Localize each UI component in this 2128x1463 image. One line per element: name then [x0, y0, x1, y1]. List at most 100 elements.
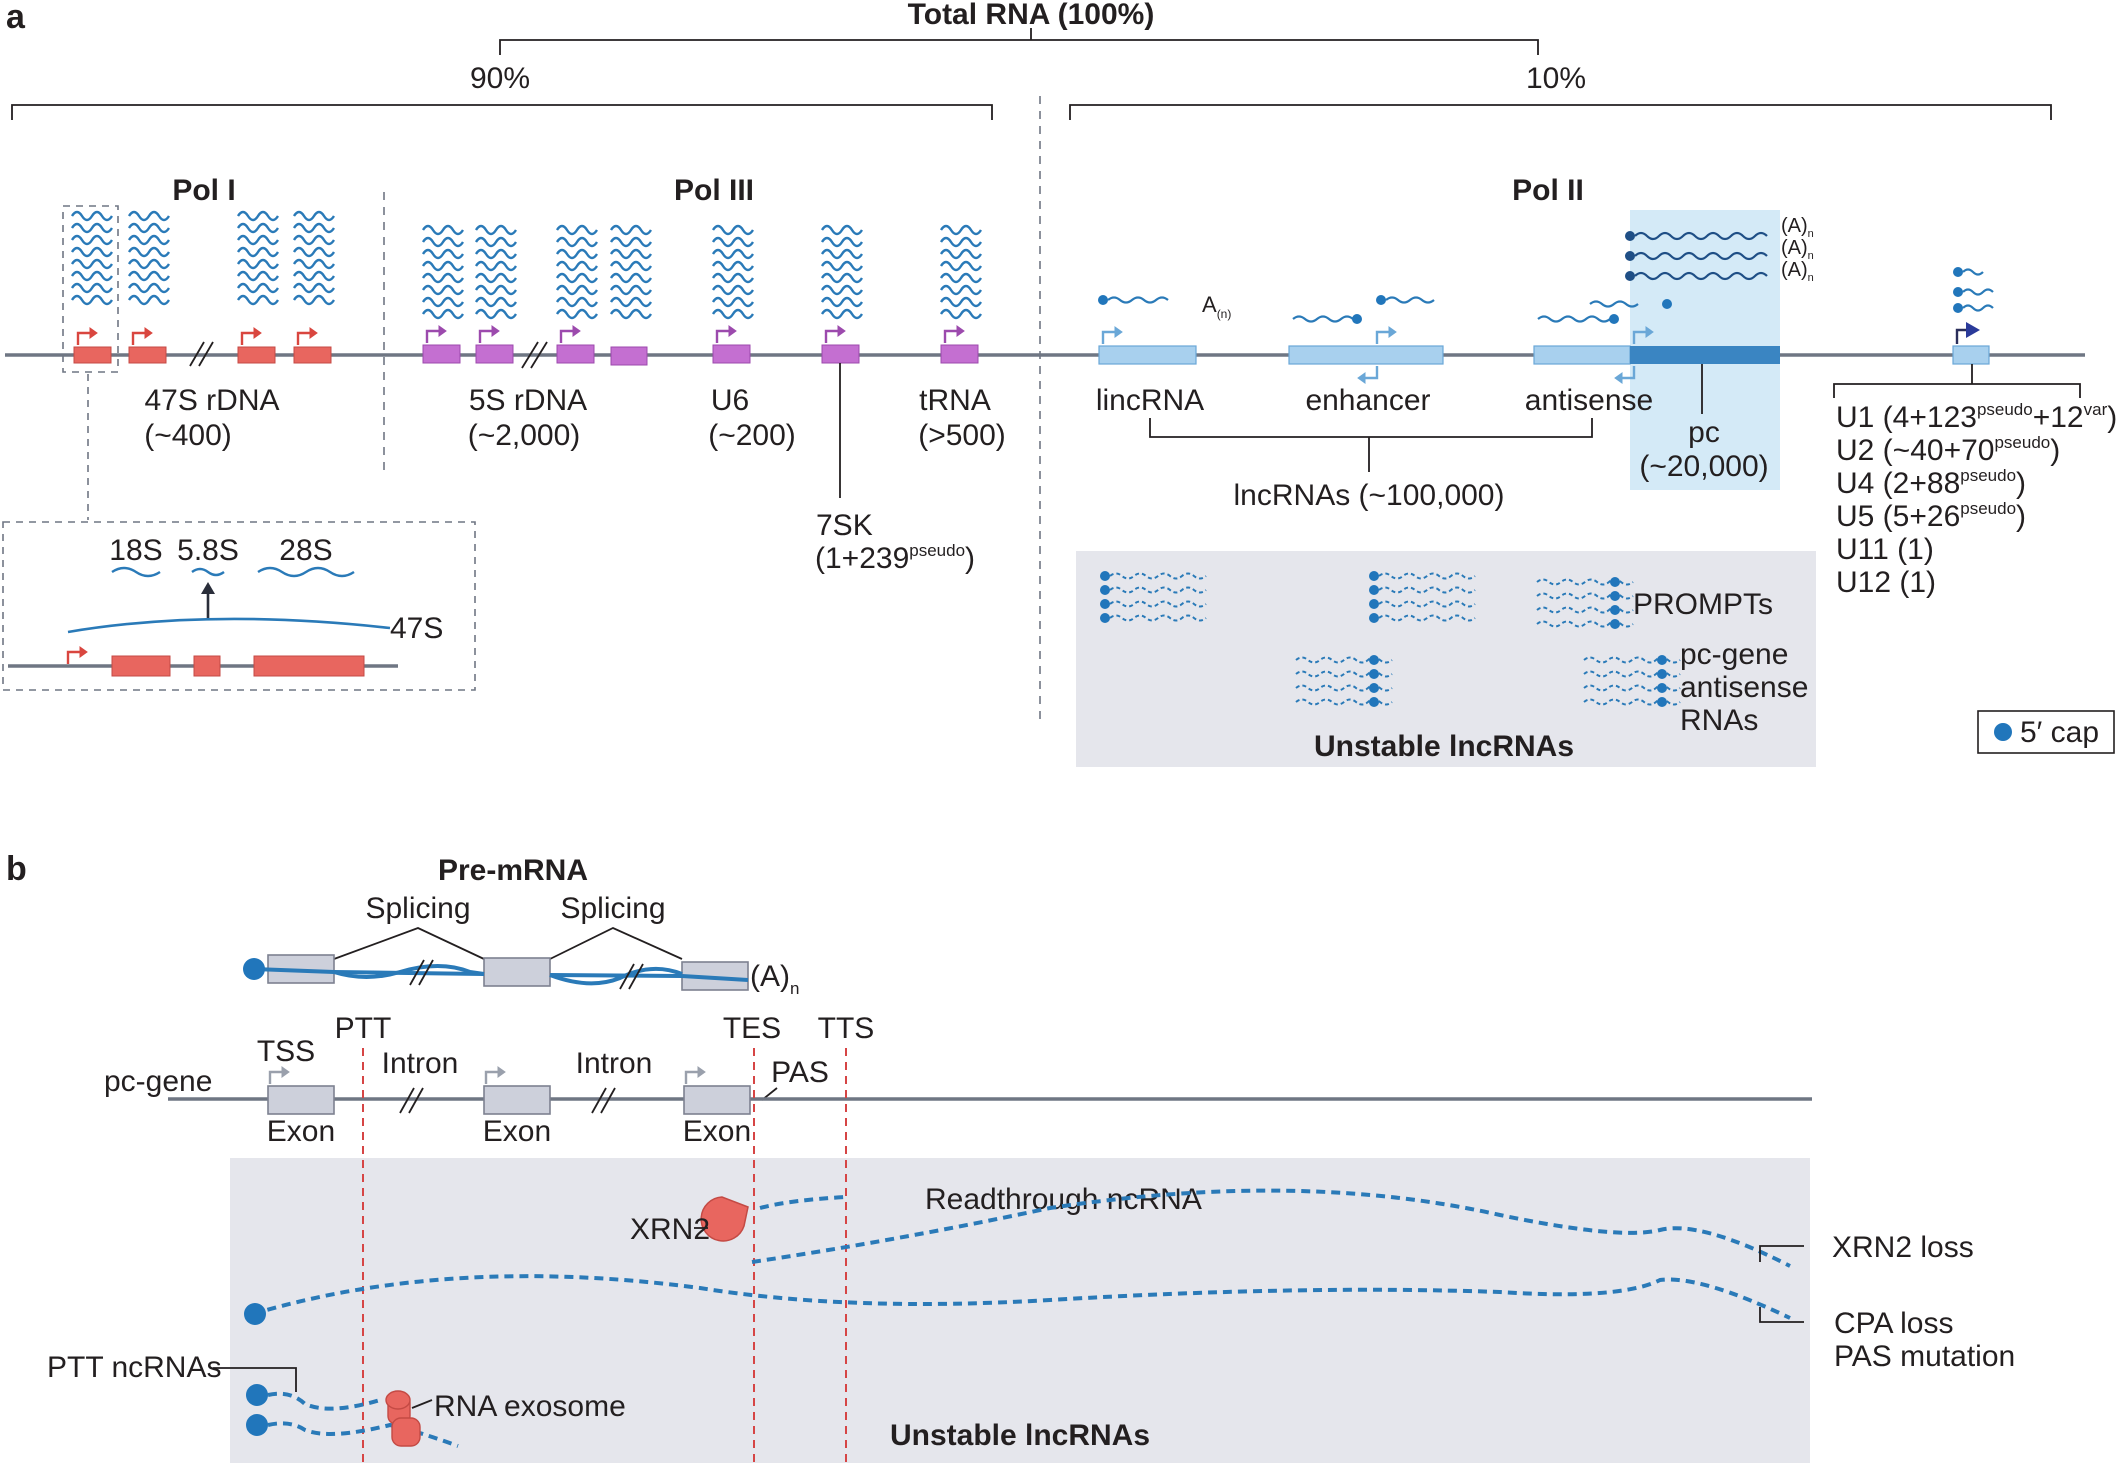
- xrn2-enzyme-icon: [700, 1196, 749, 1242]
- intron-label-1: Intron: [382, 1047, 459, 1080]
- ptt-cap-1: [246, 1384, 268, 1406]
- pol-iii-label: Pol III: [674, 174, 754, 207]
- inset-18s: 18S: [109, 534, 162, 567]
- pcgene-antisense-line3: RNAs: [1680, 704, 1758, 737]
- snrna-gene: [1952, 345, 1990, 365]
- trna-count: (>500): [918, 419, 1006, 452]
- premrna-exons: [267, 954, 749, 991]
- rna-exosome-label: RNA exosome: [434, 1390, 626, 1423]
- break-mark-1: [189, 341, 214, 367]
- snrna-item: U5 (5+26pseudo): [1836, 499, 2026, 533]
- unstable-transcripts: [1100, 571, 1681, 707]
- unstable-lncrnas-b-title: Unstable lncRNAs: [890, 1419, 1150, 1452]
- exosome-leader: [411, 1399, 433, 1409]
- pol-i-promoters: [76, 326, 319, 347]
- premrna-cap: [243, 958, 265, 980]
- total-rna-bracket: [11, 28, 2052, 120]
- pc-gene-exons: [267, 1085, 751, 1115]
- readthrough-label: Readthrough ncRNA: [925, 1183, 1202, 1216]
- splicing-lines: [333, 927, 683, 960]
- lincrna-polya: A(n): [1202, 292, 1231, 321]
- rdna-inset: [2, 521, 476, 691]
- xrn2-loss-leader: [1759, 1245, 1804, 1262]
- pol-i-genes: [73, 346, 332, 364]
- pol-iii-transcripts: [423, 226, 981, 318]
- enhancer-transcripts: [1292, 295, 1435, 324]
- xrn2-loss-label: XRN2 loss: [1832, 1231, 1974, 1264]
- lincrna-label: lincRNA: [1096, 384, 1204, 417]
- inset-rrna-regions: [111, 655, 365, 677]
- intron-label-2: Intron: [576, 1047, 653, 1080]
- pc-gene-label: pc-gene: [104, 1065, 212, 1098]
- rdna5-count: (~2,000): [468, 419, 581, 452]
- premrna-title: Pre-mRNA: [438, 854, 588, 887]
- pc-polya-2: (A)n: [1781, 237, 1814, 262]
- ptt-ncrnas-leader: [213, 1367, 297, 1392]
- snrna-item: U12 (1): [1836, 566, 1936, 599]
- inset-47s: 47S: [390, 612, 443, 645]
- pol-ii-label: Pol II: [1512, 174, 1584, 207]
- snrna-item: U4 (2+88pseudo): [1836, 466, 2026, 500]
- antisense-gene: [1533, 345, 1631, 365]
- pc-transcripts: [1625, 231, 1768, 281]
- exon-label-3: Exon: [683, 1115, 751, 1148]
- pas-label: PAS: [771, 1056, 829, 1089]
- long-transcript-cap: [244, 1303, 266, 1325]
- tss-label: TSS: [257, 1035, 315, 1068]
- u6-count: (~200): [708, 419, 796, 452]
- rdna5-name: 5S rDNA: [469, 384, 587, 417]
- tts-label: TTS: [818, 1012, 875, 1045]
- snrna-item: U1 (4+123pseudo+12var): [1836, 400, 2117, 434]
- premrna-polya: (A)n: [750, 960, 799, 998]
- unstable-lncrnas-box-b: [230, 1158, 1810, 1463]
- u6-name: U6: [711, 384, 749, 417]
- readthrough-short: [759, 1195, 847, 1210]
- cap-legend-label: 5′ cap: [2020, 716, 2099, 749]
- splicing-label-1: Splicing: [365, 892, 470, 925]
- snrna-item: U2 (~40+70pseudo): [1836, 433, 2060, 467]
- panel-a-letter: a: [6, 0, 26, 36]
- premrna-breaks: [409, 959, 644, 990]
- cpa-loss-leader: [1759, 1307, 1804, 1323]
- lincrna-transcript: A(n): [1098, 292, 1231, 321]
- cpa-loss-transcript: [252, 1274, 1791, 1320]
- ptt-label: PTT: [335, 1012, 392, 1045]
- percent-10: 10%: [1526, 62, 1586, 95]
- xrn2-label: XRN2: [630, 1213, 710, 1246]
- pol-iii-promoters: [425, 324, 966, 345]
- pc-polya-3: (A)n: [1781, 259, 1814, 284]
- pc-name: pc: [1688, 416, 1720, 449]
- inset-28s: 28S: [279, 534, 332, 567]
- pol-ii-genes: [1098, 345, 1990, 365]
- 7sk-count: (1+239pseudo): [815, 541, 975, 575]
- unstable-box-title: Unstable lncRNAs: [1314, 730, 1574, 763]
- ptt-ncrnas-label: PTT ncRNAs: [47, 1351, 221, 1384]
- inset-mature-rrnas: [111, 566, 355, 578]
- snrna-promoter: [1955, 322, 1980, 344]
- rdna47-count: (~400): [144, 419, 232, 452]
- inset-5-8s: 5.8S: [177, 534, 239, 567]
- snrna-list: U1 (4+123pseudo+12var)U2 (~40+70pseudo)U…: [1836, 400, 2117, 599]
- pol-i-label: Pol I: [172, 174, 235, 207]
- xrn2-loss-transcript: [751, 1188, 1791, 1268]
- prompts-label: PROMPTs: [1633, 588, 1773, 621]
- exon-label-1: Exon: [267, 1115, 335, 1148]
- enhancer-gene: [1288, 345, 1444, 365]
- pc-polya-1: (A)n: [1781, 215, 1814, 240]
- snrna-bracket: [1833, 364, 2081, 398]
- pcgene-antisense-line2: antisense: [1680, 671, 1808, 704]
- antisense-label: antisense: [1525, 384, 1653, 417]
- pas-mutation-label: PAS mutation: [1834, 1340, 2015, 1373]
- rna-exosome-icon: [385, 1390, 421, 1447]
- rdna47-name: 47S rDNA: [144, 384, 279, 417]
- break-mark-2: [521, 341, 548, 369]
- unstable-lncrnas-box: [1076, 551, 1816, 767]
- lncrna-bracket: [1149, 418, 1593, 472]
- splicing-label-2: Splicing: [560, 892, 665, 925]
- gene-breaks: [399, 1087, 616, 1114]
- pc-gene: [1630, 346, 1780, 364]
- tes-label: TES: [723, 1012, 781, 1045]
- lncrnas-total: lncRNAs (~100,000): [1234, 479, 1505, 512]
- pol-i-transcripts: [72, 212, 334, 304]
